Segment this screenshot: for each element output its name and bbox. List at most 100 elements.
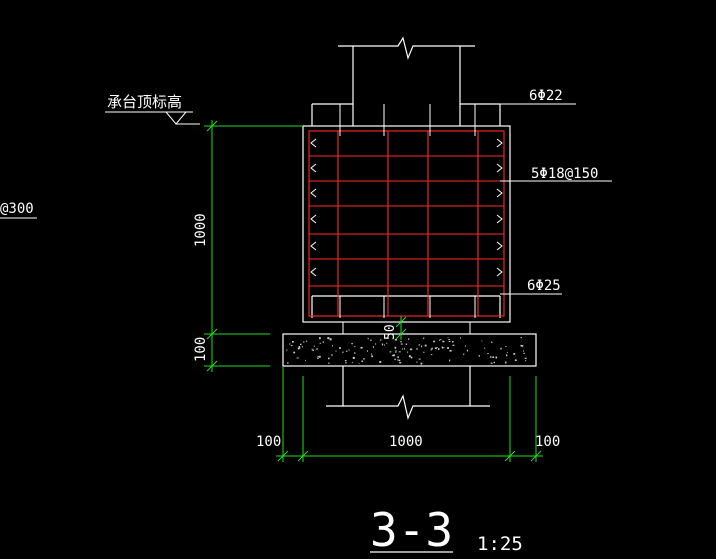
speckle (492, 356, 495, 358)
speckle (418, 344, 420, 346)
speckle (452, 344, 455, 346)
speckle (408, 355, 411, 358)
speckle (286, 362, 289, 364)
speckle (416, 348, 418, 350)
right-hook (496, 188, 503, 198)
speckle (433, 340, 435, 343)
speckle (434, 347, 437, 349)
speckle (416, 361, 418, 363)
partial-spacing-label: @300 (0, 201, 34, 217)
speckle (397, 359, 399, 361)
left-hook (310, 138, 317, 148)
speckle (345, 361, 347, 364)
speckle (392, 354, 395, 357)
speckle (513, 353, 516, 355)
speckle (431, 347, 433, 350)
speckle (404, 347, 405, 350)
speckle (408, 338, 410, 340)
speckle (448, 341, 451, 342)
speckle (298, 346, 300, 349)
speckle (301, 346, 303, 348)
left-hook (310, 214, 317, 224)
speckle (290, 345, 293, 346)
speckle (505, 361, 507, 364)
speckle (344, 360, 347, 362)
speckle (401, 348, 404, 350)
speckle (506, 354, 508, 357)
speckle (331, 354, 333, 356)
speckle (400, 341, 402, 343)
speckle (363, 358, 365, 360)
speckle (316, 357, 319, 359)
speckle (375, 343, 377, 345)
cover-dimension (395, 316, 407, 340)
speckle (423, 351, 425, 353)
speckle (440, 339, 442, 341)
speckle (319, 342, 321, 344)
speckle (391, 355, 394, 357)
speckle (436, 347, 438, 348)
concrete-cushion (282, 322, 537, 367)
speckle (315, 348, 318, 350)
bottom-bars-label: 6Φ25 (527, 278, 561, 294)
rebar-cage-outline (308, 130, 505, 317)
right-hook (496, 214, 503, 224)
speckle (327, 337, 330, 340)
speckle (410, 348, 413, 351)
speckle (360, 347, 363, 349)
speckle (524, 357, 527, 359)
speckle (358, 363, 360, 364)
speckle (312, 349, 314, 351)
vertical-dimensions (204, 120, 303, 372)
speckle (430, 348, 432, 351)
right-hook (496, 267, 503, 277)
speckle (447, 337, 449, 339)
speckle (495, 356, 498, 359)
speckle (487, 353, 489, 354)
speckle (394, 346, 397, 349)
speckle (313, 345, 315, 347)
speckle (506, 351, 508, 353)
speckle (332, 344, 333, 347)
speckle (379, 339, 382, 341)
speckle (491, 341, 493, 343)
rebar-grid (308, 130, 505, 317)
concrete-hatch (286, 337, 527, 365)
horizontal-dimensions (276, 366, 543, 462)
section-title: 3-3 (370, 503, 453, 557)
speckle (351, 361, 353, 364)
speckle (398, 359, 401, 362)
speckle (421, 345, 423, 348)
speckle (386, 342, 388, 344)
left-hook (310, 267, 317, 277)
speckle (523, 350, 524, 352)
section-scale: 1:25 (477, 533, 523, 555)
lower-column (326, 366, 490, 420)
speckle (449, 350, 452, 352)
speckle (328, 357, 330, 360)
dimension-width-left: 100 (256, 434, 281, 450)
speckle (490, 362, 493, 364)
right-hook (496, 163, 503, 173)
speckle (452, 341, 454, 343)
speckle (448, 339, 450, 341)
left-hook (310, 163, 317, 173)
speckle (371, 355, 373, 358)
speckle (292, 341, 294, 343)
speckle (460, 337, 461, 339)
elevation-label: 承台顶标高 (107, 93, 182, 111)
speckle (398, 351, 401, 353)
stirrups-label: 5Φ18@150 (531, 166, 598, 182)
speckle (395, 351, 397, 353)
speckle (424, 344, 427, 347)
left-hook (310, 241, 317, 251)
upper-column (311, 36, 501, 126)
right-hook (496, 241, 503, 251)
speckle (367, 337, 369, 340)
speckle (490, 356, 492, 358)
dimension-width-right: 100 (535, 434, 560, 450)
speckle (389, 351, 392, 353)
speckle (394, 358, 396, 361)
speckle (293, 351, 296, 354)
speckle (351, 343, 353, 345)
